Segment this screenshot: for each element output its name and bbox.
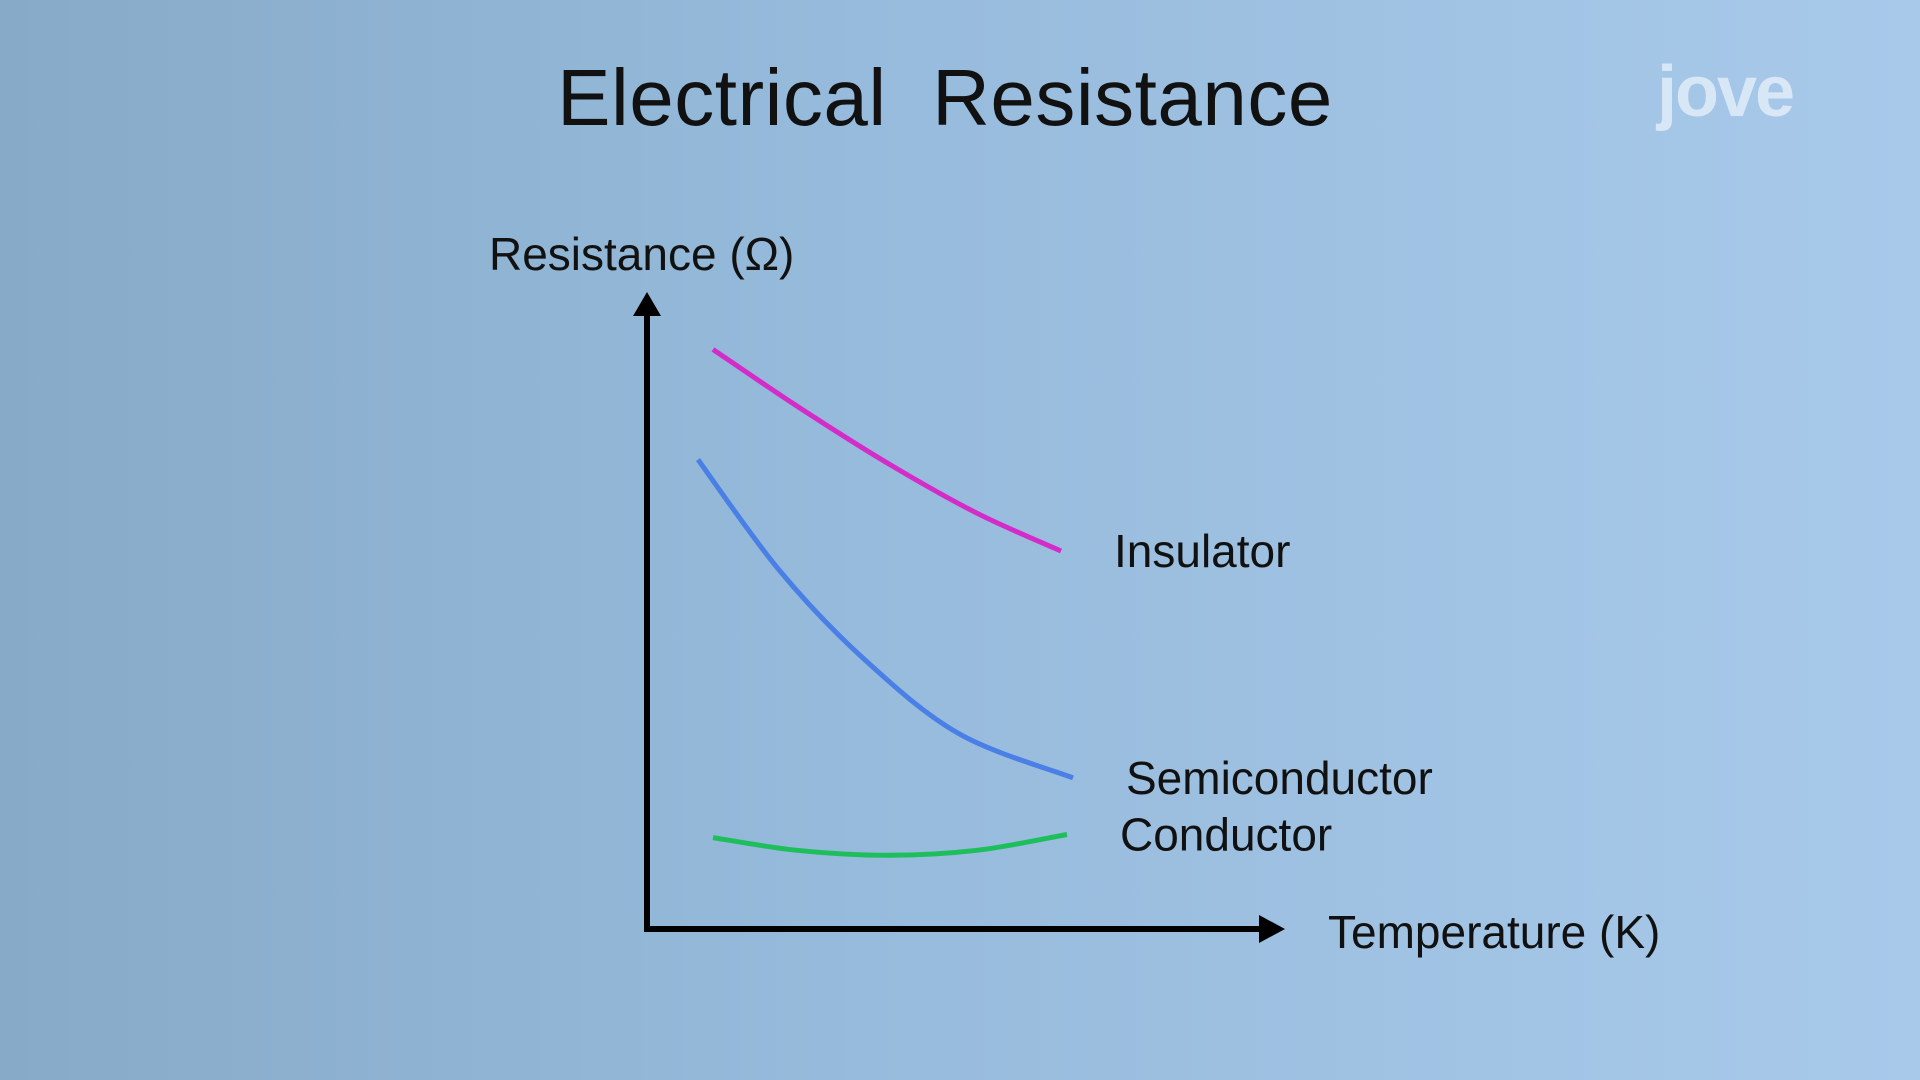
series-line-insulator	[711, 347, 1063, 554]
series-layer	[695, 347, 1074, 858]
series-line-conductor	[712, 832, 1068, 858]
x-axis-label: Temperature (K)	[1328, 906, 1660, 958]
series-line-semiconductor	[695, 458, 1074, 781]
series-label-conductor: Conductor	[1120, 809, 1332, 861]
series-label-semiconductor: Semiconductor	[1126, 752, 1433, 804]
y-axis-label: Resistance (Ω)	[489, 228, 794, 280]
series-label-insulator: Insulator	[1114, 525, 1290, 577]
jove-logo: jove	[1655, 52, 1795, 132]
y-axis-arrow	[633, 292, 661, 316]
jove-logo-text: jove	[1655, 52, 1793, 132]
page-title: Electrical Resistance	[557, 53, 1333, 142]
x-axis-arrow	[1259, 915, 1285, 943]
